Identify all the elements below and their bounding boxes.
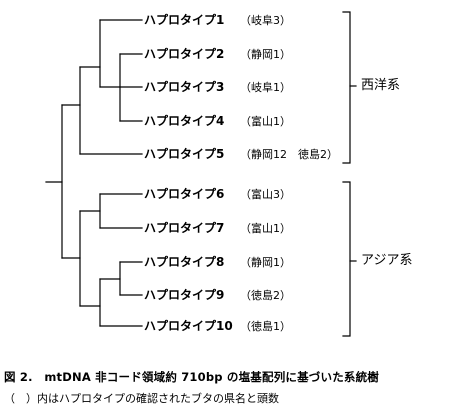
haplotype-count-9: （徳島2） bbox=[240, 289, 291, 302]
figure-caption-title: 図 2. mtDNA 非コード領域約 710bp の塩基配列に基づいた系統樹 bbox=[4, 370, 380, 384]
haplotype-label-2: ハプロタイプ2 bbox=[144, 47, 225, 61]
group-label-asian: アジア系 bbox=[361, 253, 413, 268]
haplotype-label-1: ハプロタイプ1 bbox=[144, 13, 225, 27]
haplotype-label-9: ハプロタイプ9 bbox=[144, 288, 225, 302]
haplotype-label-3: ハプロタイプ3 bbox=[144, 80, 225, 94]
haplotype-count-8: （静岡1） bbox=[240, 256, 291, 269]
haplotype-label-10: ハプロタイプ10 bbox=[144, 319, 233, 333]
haplotype-label-5: ハプロタイプ5 bbox=[144, 147, 225, 161]
haplotype-label-7: ハプロタイプ7 bbox=[144, 221, 225, 235]
haplotype-count-4: （富山1） bbox=[240, 115, 291, 128]
haplotype-count-5: （静岡12 徳島2） bbox=[240, 148, 338, 161]
haplotype-count-2: （静岡1） bbox=[240, 48, 291, 61]
haplotype-label-4: ハプロタイプ4 bbox=[144, 114, 225, 128]
haplotype-count-7: （富山1） bbox=[240, 222, 291, 235]
haplotype-label-6: ハプロタイプ6 bbox=[144, 187, 225, 201]
figure-caption-note: （ ）内はハプロタイプの確認されたブタの県名と頭数 bbox=[4, 392, 279, 405]
haplotype-count-3: （岐阜1） bbox=[240, 81, 291, 94]
haplotype-count-6: （富山3） bbox=[240, 188, 291, 201]
haplotype-count-1: （岐阜3） bbox=[240, 14, 291, 27]
haplotype-label-8: ハプロタイプ8 bbox=[144, 255, 225, 269]
group-bracket-asian bbox=[342, 181, 351, 337]
group-label-western: 西洋系 bbox=[361, 78, 401, 93]
group-bracket-western bbox=[342, 11, 351, 164]
haplotype-count-10: （徳島1） bbox=[240, 320, 291, 333]
